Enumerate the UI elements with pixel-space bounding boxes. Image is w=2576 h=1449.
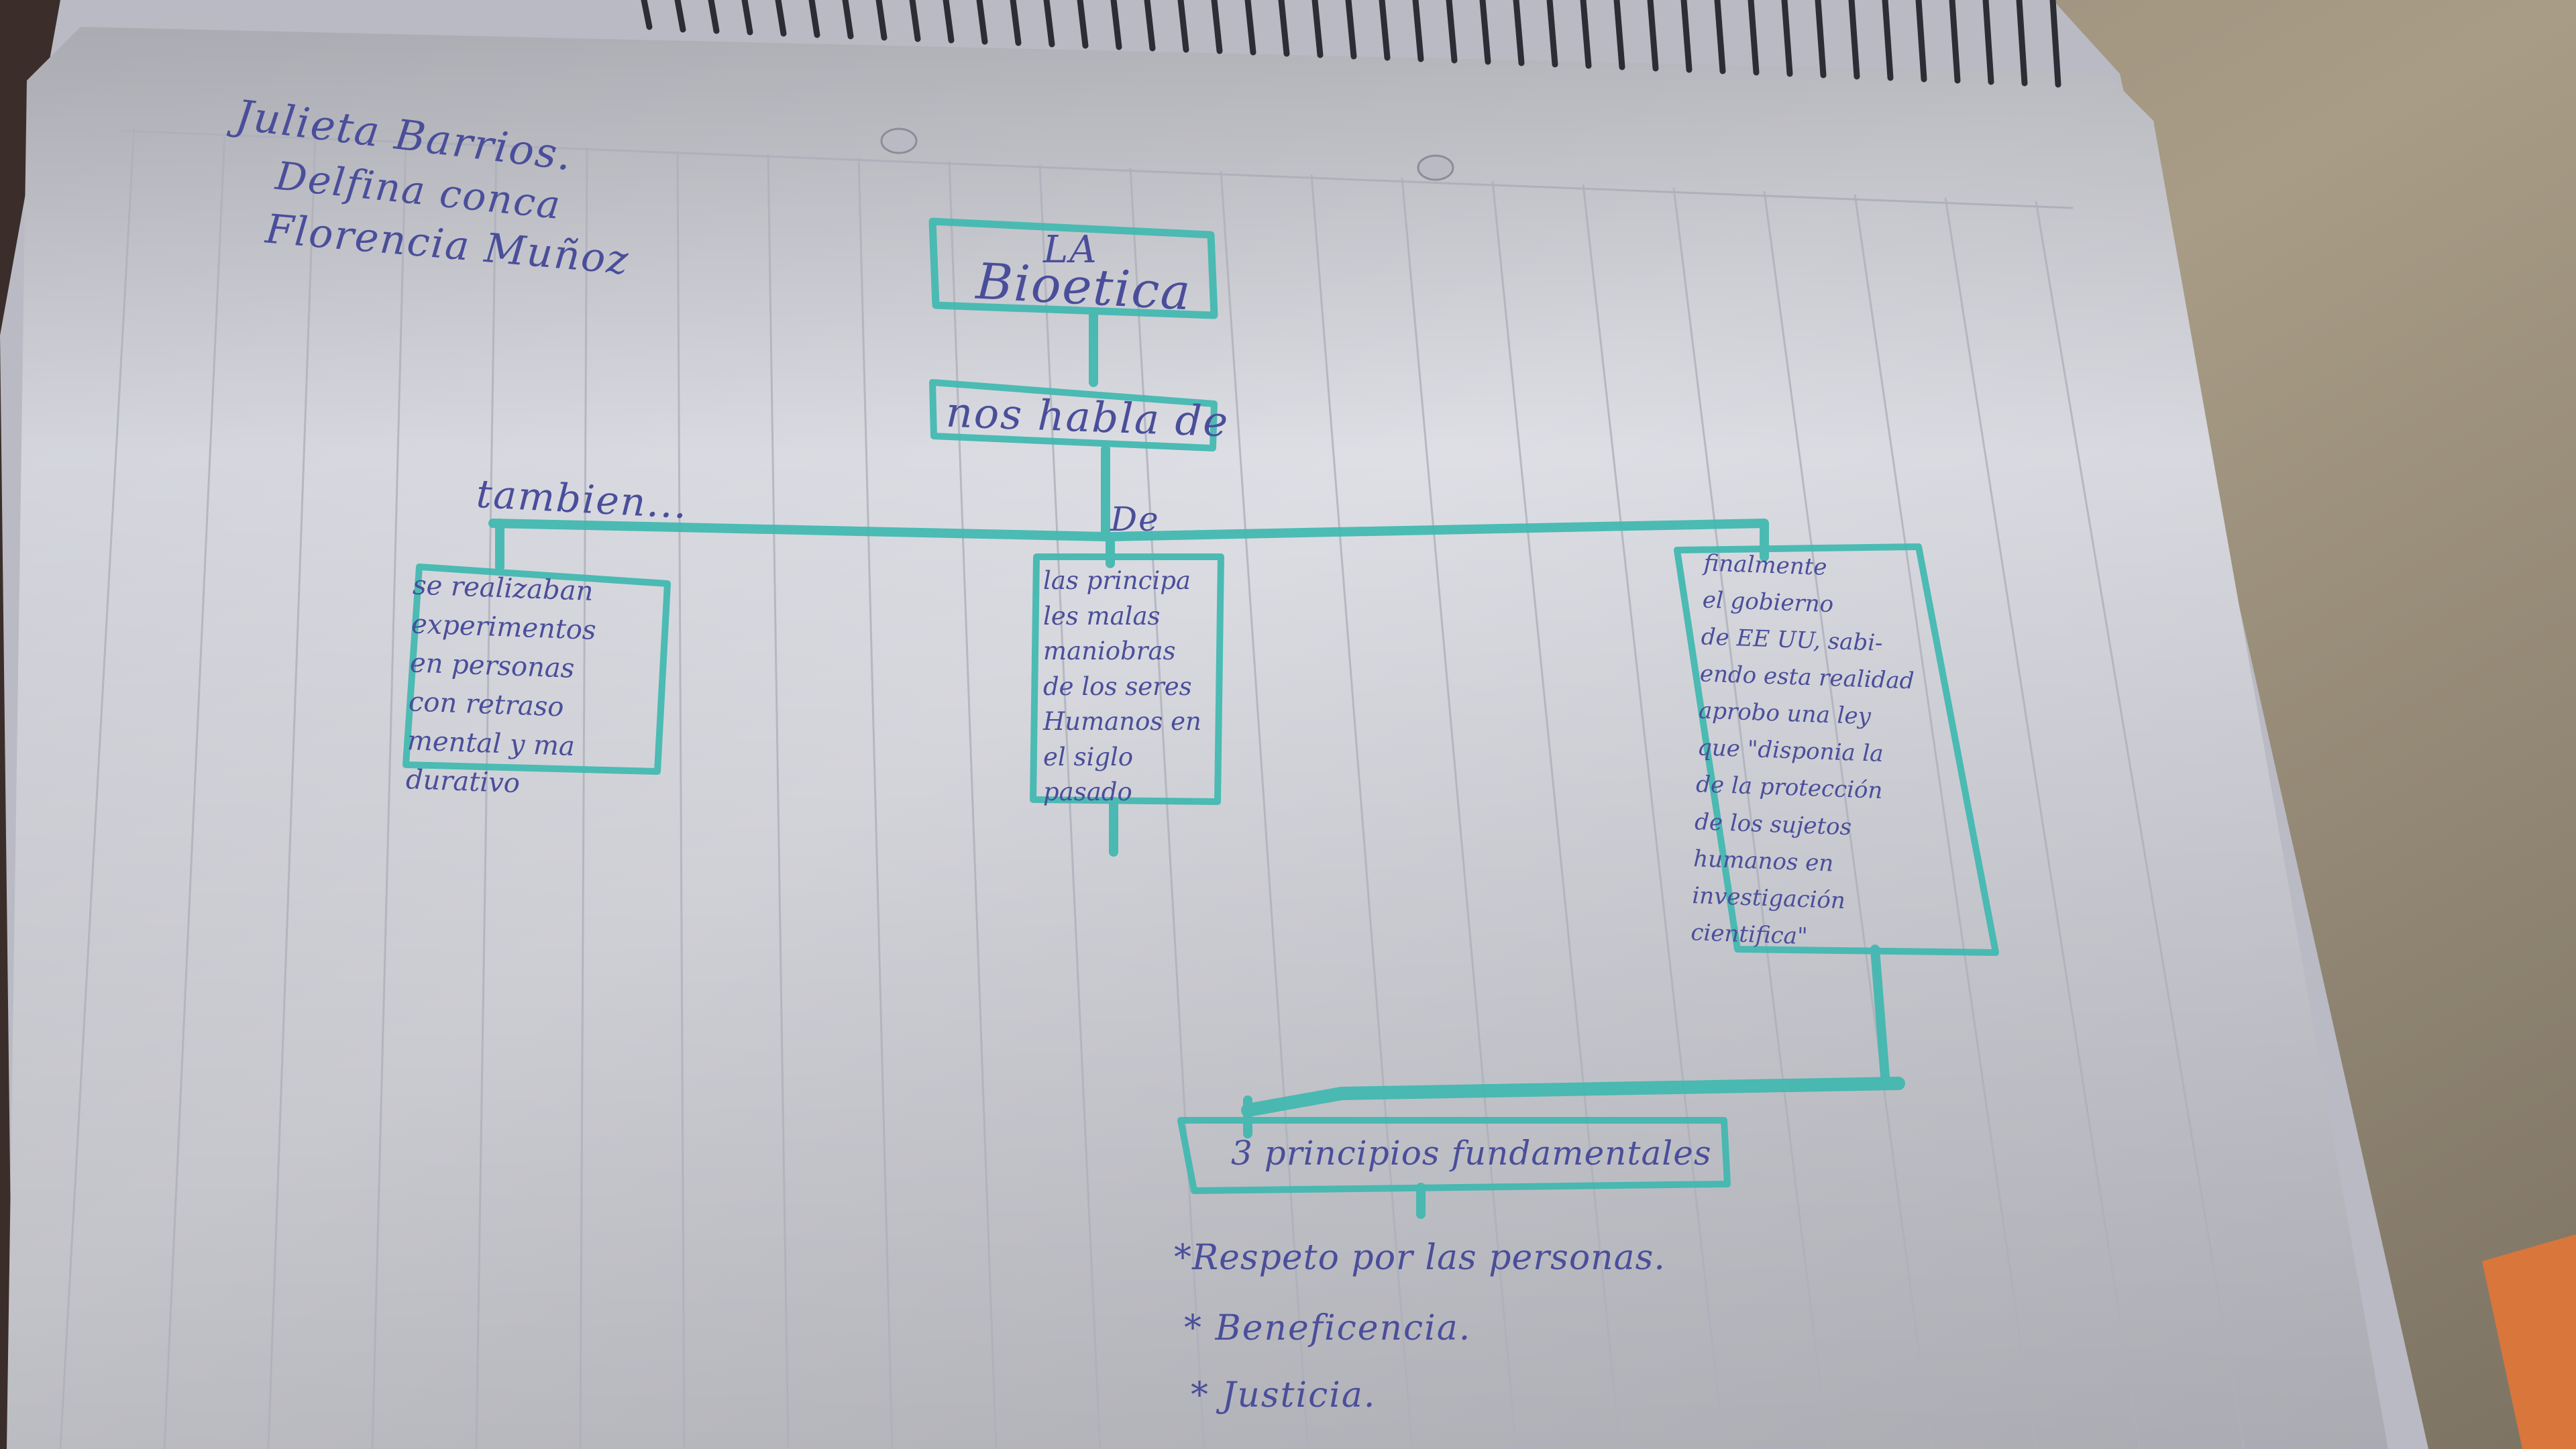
box-right-text: finalmente el gobierno de EE UU, sabi- e… [1690, 549, 1915, 951]
box-left-text: se realizaban experimentos en personas c… [405, 570, 597, 800]
connector-middle: De [1110, 500, 1160, 539]
box-middle-text: las principa les malas maniobras de los … [1043, 566, 1201, 807]
principles-title: 3 principios fundamentales [1231, 1134, 1712, 1173]
map-title-line2: Bioetica [974, 252, 1193, 322]
principle-item: * Justicia. [1191, 1375, 1377, 1415]
principle-item: *Respeto por las personas. [1174, 1238, 1666, 1278]
map-subtitle: nos habla de [945, 387, 1230, 447]
map-title-line1: LA [1043, 228, 1098, 272]
principle-item: * Beneficencia. [1184, 1308, 1472, 1348]
